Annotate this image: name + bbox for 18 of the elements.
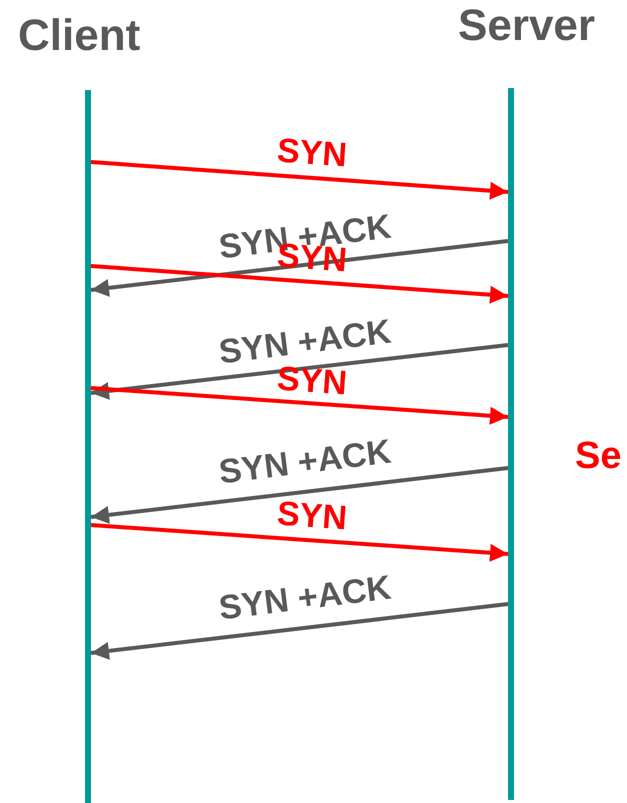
lifeline-label: Server (458, 2, 596, 50)
edge-label: SYN +ACK (217, 570, 393, 626)
arrow (90, 466, 508, 524)
edge-label: SYN +ACK (217, 434, 393, 490)
arrow (90, 602, 508, 660)
lifeline (85, 90, 91, 803)
arrow (90, 264, 508, 304)
edge-label: SYN (276, 132, 348, 174)
edge-label: SYN (276, 496, 348, 536)
edge-label: SYN (276, 360, 348, 402)
lifeline (508, 88, 514, 800)
arrow (90, 239, 508, 297)
arrow (90, 160, 508, 200)
note-text: Se (575, 438, 622, 474)
arrow (90, 386, 508, 425)
arrow (90, 343, 508, 400)
arrow (90, 523, 508, 562)
lifeline-label: Client (18, 12, 140, 60)
